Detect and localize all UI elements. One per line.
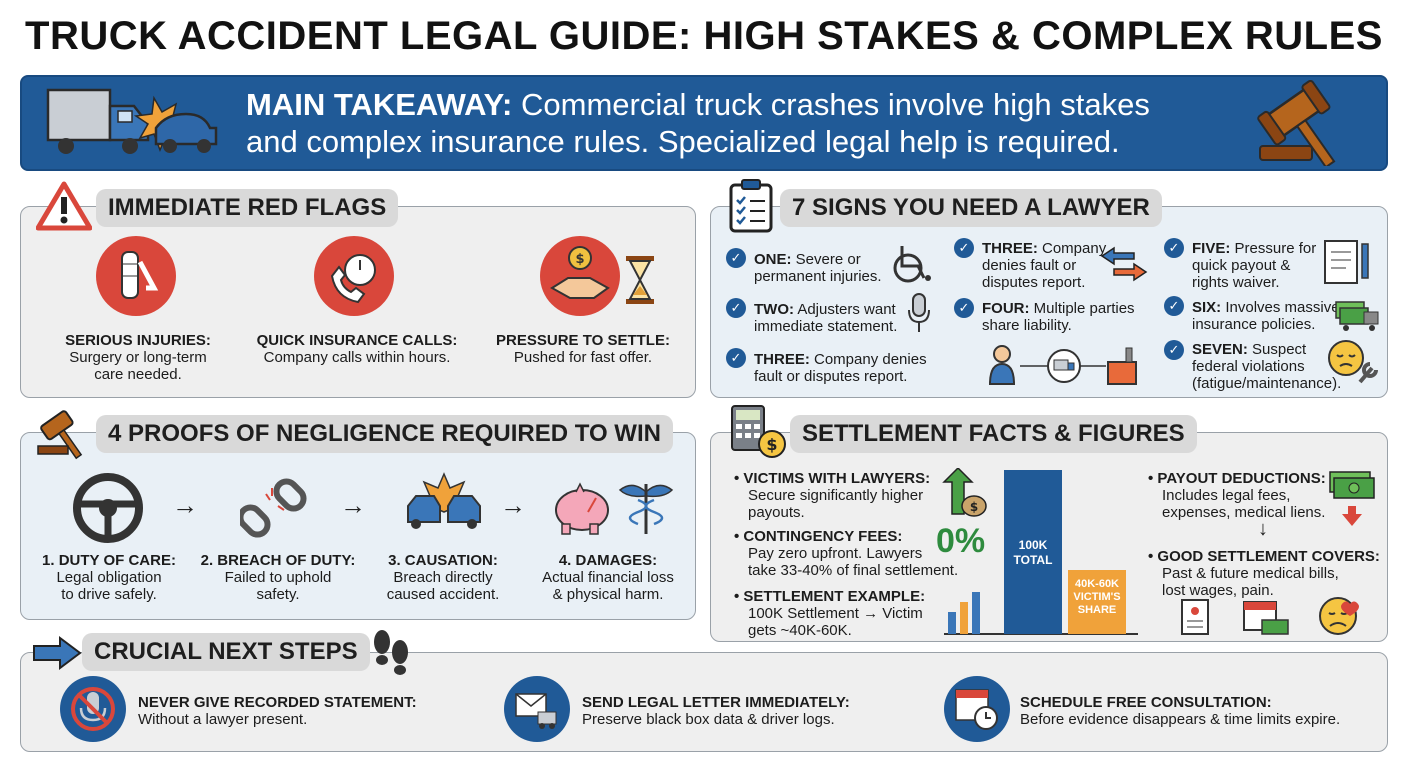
hourglass-icon [626,256,654,304]
sign-item: SIX: Involves massive insurance policies… [1192,299,1340,333]
zero-percent-label: 0% [936,522,986,560]
settlement-fact: • PAYOUT DEDUCTIONS: Includes legal fees… [1148,470,1326,521]
arrow-icon: → [500,490,526,520]
red-flag-item: QUICK INSURANCE CALLS: Company calls wit… [256,332,458,366]
mini-bar [948,612,956,634]
red-flags-heading: IMMEDIATE RED FLAGS [96,189,399,227]
microphone-icon [908,293,930,332]
sign-item: THREE: Company denies fault or disputes … [982,240,1107,291]
banner-line1: Commercial truck crashes involve high st… [512,87,1150,122]
banner-text: MAIN TAKEAWAY: Commercial truck crashes … [246,86,1246,160]
bandaged-arm-icon [96,236,176,316]
sign-item: THREE: Company denies fault or disputes … [754,351,927,385]
clipboard-icon [729,179,773,233]
next-step-item: SCHEDULE FREE CONSULTATION: Before evide… [1020,694,1341,728]
car-crash-icon [407,472,481,529]
growth-money-icon: $ [942,468,987,517]
red-flag-item: PRESSURE TO SETTLE: Pushed for fast offe… [496,332,670,366]
caduceus-icon [618,484,674,534]
settlement-fact: • GOOD SETTLEMENT COVERS: Past & future … [1148,548,1380,599]
mini-bar [972,592,980,634]
calendar-clock-icon [944,676,1010,742]
sign-item: FIVE: Pressure for quick payout & rights… [1192,240,1317,291]
settlement-fact: • CONTINGENCY FEES: Pay zero upfront. La… [734,528,959,579]
wheelchair-icon [893,246,931,283]
document-pen-icon [1324,240,1369,284]
next-step-item: SEND LEGAL LETTER IMMEDIATELY: Preserve … [582,694,850,728]
settlement-heading: SETTLEMENT FACTS & FIGURES [790,415,1197,453]
sign-item: ONE: Severe or permanent injuries. [754,251,882,285]
check-icon: ✓ [1164,238,1184,258]
banner-lead: MAIN TAKEAWAY: [246,87,513,122]
truck-crash-icon [46,88,218,154]
arrow-icon: → [340,490,366,520]
handshake-icon: $ [540,236,620,316]
next-step-item: NEVER GIVE RECORDED STATEMENT: Without a… [138,694,417,728]
multiple-parties-icon [988,345,1137,385]
arrow-right-icon [33,636,82,670]
check-icon: ✓ [954,298,974,318]
settlement-fact: • SETTLEMENT EXAMPLE: 100K Settlement → … [734,588,926,639]
settlement-covers-icons [1181,597,1359,635]
down-arrow-icon: ↓ [1258,518,1268,540]
total-bar [1004,470,1062,634]
check-icon: ✓ [1164,340,1184,360]
check-icon: ✓ [726,248,746,268]
sign-item: FOUR: Multiple parties share liability. [982,300,1135,334]
footprints-icon [374,630,408,675]
proof-item: 1. DUTY OF CARE: Legal obligation to dri… [42,552,176,603]
share-bar-label: 40K-60K VICTIM'S SHARE [1073,578,1121,616]
no-microphone-icon [60,676,126,742]
page-title: TRUCK ACCIDENT LEGAL GUIDE: HIGH STAKES … [25,14,1383,58]
svg-text:$: $ [575,252,584,267]
tired-face-wrench-icon [1328,340,1378,384]
svg-text:$: $ [970,500,978,514]
steering-wheel-icon [73,473,143,543]
settlement-bar-graphic [944,470,1138,635]
calculator-dollar-icon: $ [731,405,786,458]
proof-item: 3. CAUSATION: Breach directly caused acc… [386,552,500,603]
settlement-fact: • VICTIMS WITH LAWYERS: Secure significa… [734,470,931,521]
money-truck-icon [1335,301,1379,331]
piggy-bank-icon [555,482,609,535]
next-steps-heading: CRUCIAL NEXT STEPS [82,633,370,671]
warning-icon [36,181,92,231]
red-flag-item: SERIOUS INJURIES: Surgery or long-term c… [65,332,211,383]
swap-arrows-icon [1100,246,1148,282]
main-takeaway-banner [20,75,1388,171]
proof-item: 2. BREACH OF DUTY: Failed to uphold safe… [200,552,356,603]
check-icon: ✓ [954,238,974,258]
victim-share-bar [1068,570,1126,634]
letter-truck-icon [504,676,570,742]
mini-bar [960,602,968,634]
arrow-icon: → [172,490,198,520]
total-bar-label: 100K TOTAL [1013,538,1053,567]
banner-line2: and complex insurance rules. Specialized… [246,124,1120,159]
gavel-icon [1257,80,1336,166]
check-icon: ✓ [1164,296,1184,316]
proofs-heading: 4 PROOFS OF NEGLIGENCE REQUIRED TO WIN [96,415,673,453]
signs-heading: 7 SIGNS YOU NEED A LAWYER [780,189,1162,227]
proof-item: 4. DAMAGES: Actual financial loss & phys… [542,552,674,603]
sign-item: TWO: Adjusters want immediate statement. [754,301,898,335]
check-icon: ✓ [726,298,746,318]
check-icon: ✓ [726,348,746,368]
sign-item: SEVEN: Suspect federal violations (fatig… [1192,341,1342,392]
broken-chain-icon [240,478,307,538]
svg-text:$: $ [766,435,777,454]
gavel-icon [37,410,83,460]
money-down-icon [1329,471,1375,526]
phone-stopwatch-icon [314,236,394,316]
medical-bill-icon [1181,599,1209,635]
